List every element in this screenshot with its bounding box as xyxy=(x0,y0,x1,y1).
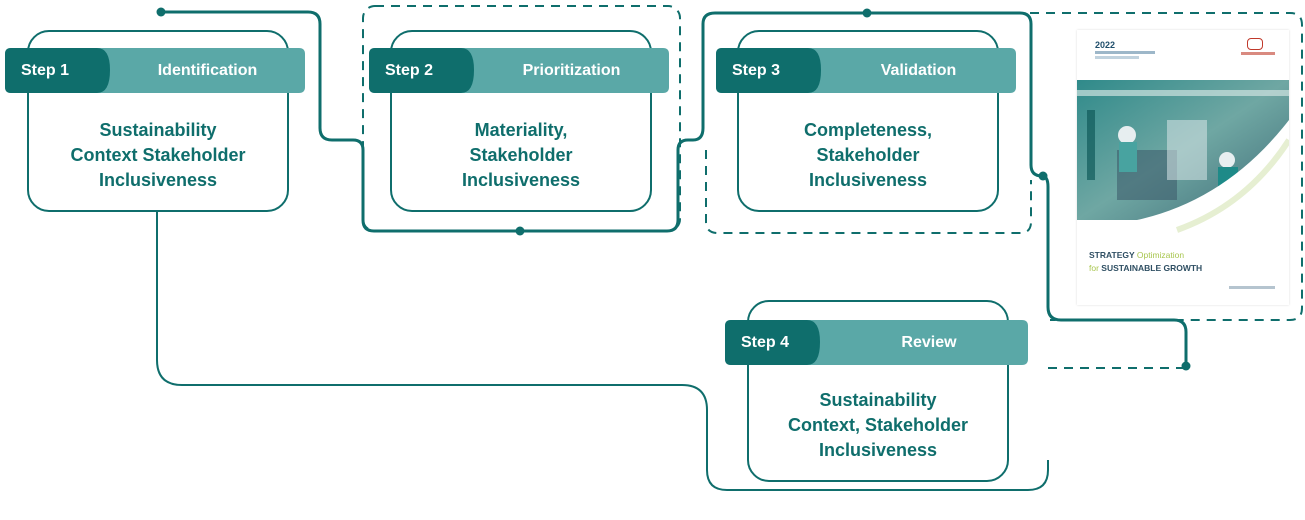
company-name-bar xyxy=(1241,52,1275,55)
step-1-label: Step 1 xyxy=(21,62,70,79)
step-1-banner: Step 1 Identification xyxy=(5,48,305,93)
step-4-phase-label: Review xyxy=(901,334,957,351)
report-cover-year: 2022 xyxy=(1095,40,1116,50)
step-3-dashed-frame xyxy=(1030,12,1303,321)
step-2-banner: Step 2 Prioritization xyxy=(369,48,669,93)
step-4-banner: Step 4 Review xyxy=(725,320,1028,365)
connector-dot xyxy=(156,7,166,17)
step-3-label: Step 3 xyxy=(732,62,781,79)
step-2-description: Materiality, Stakeholder Inclusiveness xyxy=(461,120,581,190)
report-cover-image: 2022 STRATEGY Optimization for SUSTAINAB… xyxy=(1077,30,1289,305)
step-3-phase-label: Validation xyxy=(880,62,957,79)
cover-subtitle-bar xyxy=(1095,51,1155,54)
step-3-banner: Step 3 Validation xyxy=(716,48,1016,93)
cover-headline-light: for xyxy=(1089,263,1099,273)
cover-footer-bar xyxy=(1229,286,1275,289)
cover-headline-2: for SUSTAINABLE GROWTH xyxy=(1089,263,1202,273)
step-4-label: Step 4 xyxy=(741,334,790,351)
step-2-label: Step 2 xyxy=(385,62,434,79)
connector-dot xyxy=(515,226,525,236)
step-3-dashed-frame-left xyxy=(705,150,1032,234)
connector-dot xyxy=(1181,361,1191,371)
step-4-description: Sustainability Context, Stakeholder Incl… xyxy=(787,390,969,460)
step-1-phase-label: Identification xyxy=(157,62,258,79)
connector-step2-to-step3 xyxy=(520,11,1188,366)
step-2-phase-label: Prioritization xyxy=(522,62,621,79)
cover-headline-bold: STRATEGY xyxy=(1089,250,1135,260)
connector-dot xyxy=(862,8,872,18)
cover-subtitle-bar xyxy=(1095,56,1139,59)
connector-step1-to-step4 xyxy=(156,212,1049,491)
cover-headline-bold: SUSTAINABLE GROWTH xyxy=(1101,263,1203,273)
connector-dot xyxy=(1038,171,1048,181)
cover-headline-light: Optimization xyxy=(1136,250,1185,260)
factory-photo-icon xyxy=(1077,80,1289,245)
step-3-description: Completeness, Stakeholder Inclusiveness xyxy=(803,120,933,190)
connector-step1-to-step2 xyxy=(161,10,520,233)
cover-headline-1: STRATEGY Optimization xyxy=(1089,250,1184,260)
company-logo-icon xyxy=(1247,38,1263,50)
step-1-description: Sustainability Context Stakeholder Inclu… xyxy=(70,120,246,190)
